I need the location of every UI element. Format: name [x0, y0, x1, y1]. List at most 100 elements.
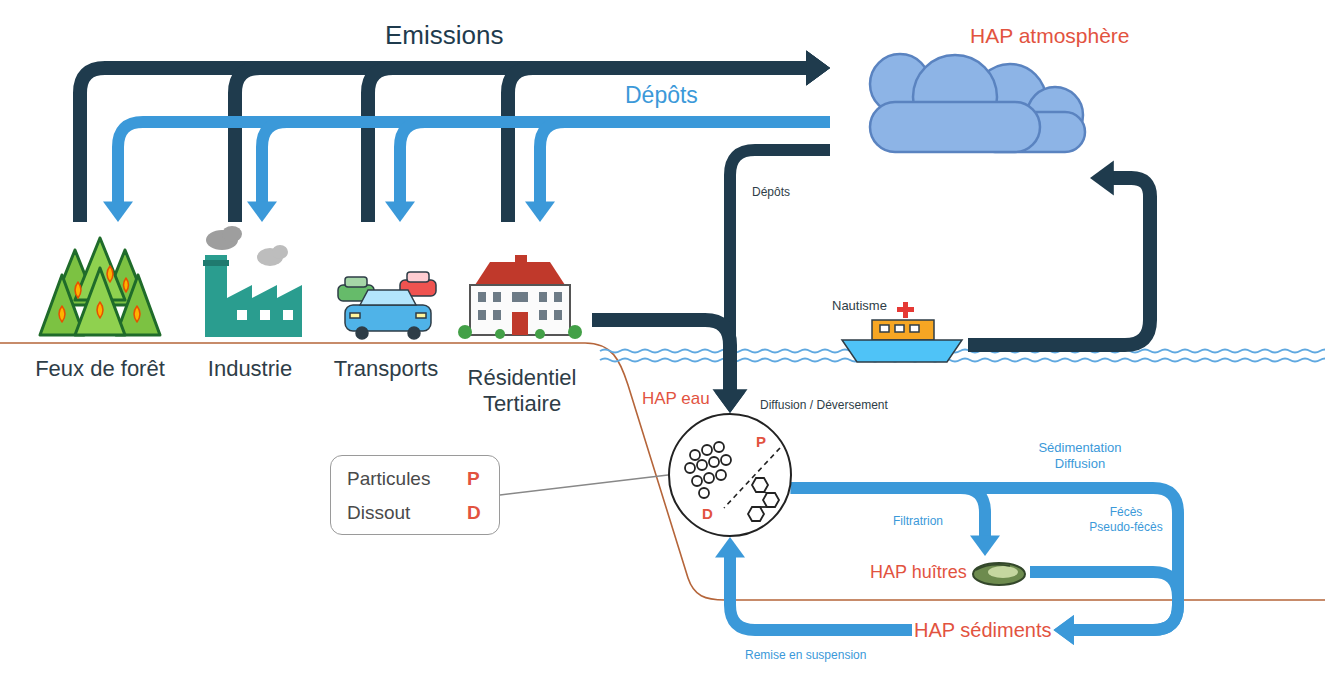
- flow-arrow: [368, 68, 807, 222]
- water-circle-fill-part: [668, 413, 792, 537]
- source-node: Transports: [322, 222, 450, 382]
- industry-icon-part: [260, 310, 270, 320]
- leader-line: [500, 475, 668, 495]
- particles-part: [704, 473, 714, 483]
- residential-icon-part: [470, 285, 570, 335]
- node-text: Industrie: [185, 356, 315, 382]
- residential-icon-part-part: [539, 292, 547, 302]
- node-text: D: [702, 505, 713, 522]
- particles-part: [714, 442, 724, 452]
- industry-icon-part: [283, 310, 293, 320]
- residential-icon-part-part: [493, 292, 501, 302]
- water-circle-fill: [668, 413, 792, 537]
- edge-label: Diffusion / Déversement: [760, 398, 888, 412]
- water-wave: [600, 359, 1325, 362]
- residential-icon: [458, 255, 582, 339]
- industry-icon-part: [222, 226, 242, 242]
- residential-icon-part: [495, 329, 505, 339]
- industry-icon-part: [237, 310, 247, 320]
- node-text: P: [756, 433, 766, 450]
- node-text: HAP eau: [642, 389, 710, 409]
- flow-arrow: [400, 122, 830, 203]
- forest-fire-icon-part: [59, 266, 140, 322]
- flow-arrow: [592, 320, 730, 390]
- boat-icon-part: [910, 325, 919, 332]
- particles-part: [716, 470, 726, 480]
- arrow-head: [385, 202, 415, 222]
- residential-icon-part: [535, 329, 545, 339]
- flow-arrow: [1030, 572, 1178, 630]
- residential-icon-part: [515, 255, 527, 265]
- transport-icon-part: [408, 327, 420, 339]
- boat-icon-part: [842, 340, 962, 362]
- node-text: HAP sédiments: [912, 616, 1053, 644]
- source-node: Industrie: [185, 222, 315, 382]
- oyster-icon-part: [988, 566, 1018, 578]
- particles-part: [709, 457, 719, 467]
- arrow-head: [806, 51, 830, 86]
- flow-arrow: [118, 122, 830, 203]
- transport-icon: [338, 272, 436, 339]
- arrow-head: [525, 202, 555, 222]
- boat-icon-part: [872, 320, 934, 340]
- oyster-node: HAP huîtres: [870, 556, 1030, 590]
- phase-divider: [724, 448, 780, 508]
- edge-label: Dépôts: [625, 82, 698, 109]
- node-text: P: [467, 468, 480, 490]
- forest-fire-icon-part-part: [59, 306, 65, 322]
- legend-box: ParticulesPDissoutD: [330, 455, 500, 535]
- cloud-icon-part: [870, 102, 1040, 152]
- source-node: Feux de forêt: [30, 222, 170, 382]
- residential-icon-part: [512, 312, 528, 335]
- residential-icon-part-part: [554, 310, 562, 320]
- particles-part: [697, 460, 707, 470]
- industry-icon-part: [227, 285, 302, 337]
- edge-label: Remise en suspension: [745, 648, 866, 662]
- industry-icon-part: [272, 245, 288, 259]
- phase-divider-part: [724, 448, 780, 508]
- source-node: Résidentiel Tertiaire: [452, 222, 592, 417]
- forest-fire-icon: [40, 238, 160, 335]
- particles-part: [699, 488, 709, 498]
- arrow-head: [247, 202, 277, 222]
- particles-part: [702, 445, 712, 455]
- flow-arrow: [540, 122, 830, 203]
- residential-icon-part: [568, 325, 582, 339]
- atmosphere-node: HAP atmosphère: [830, 20, 1090, 180]
- particles: [685, 442, 731, 498]
- flow-arrow: [262, 122, 830, 203]
- ground-line-part: [0, 343, 1325, 600]
- edge-label: Fécès Pseudo-fécès: [1086, 505, 1166, 535]
- particles-part: [685, 463, 695, 473]
- arrow-head: [806, 51, 830, 86]
- boat-icon-part: [880, 325, 889, 332]
- circle-border: [669, 414, 791, 536]
- particles-part: [692, 476, 702, 486]
- industry-icon-part: [205, 255, 227, 337]
- particles-part: [721, 455, 731, 465]
- forest-fire-icon-part-part: [107, 266, 113, 282]
- water-surface: [600, 350, 1325, 362]
- residential-icon-part-part: [478, 310, 486, 320]
- oyster-icon-part: [976, 565, 1010, 570]
- node-text: Transports: [322, 356, 450, 382]
- transport-icon-part: [416, 313, 426, 318]
- forest-fire-icon-part-part: [75, 282, 81, 298]
- flow-arrow: [80, 68, 807, 222]
- residential-icon-part-part: [554, 292, 562, 302]
- dissolved-molecules-part: [763, 493, 779, 507]
- transport-icon-part: [345, 277, 367, 287]
- node-text: Particules: [347, 468, 430, 490]
- arrow-head: [1053, 615, 1073, 645]
- flow-arrow: [235, 68, 807, 222]
- arrow-head: [970, 536, 1000, 556]
- dissolved-molecules-part: [760, 506, 767, 508]
- dissolved-molecules-part: [748, 507, 764, 521]
- flow-arrow: [791, 488, 1178, 630]
- boat-node: Nautisme: [828, 298, 968, 368]
- flow-arrow: [791, 488, 985, 537]
- circle-outline: [668, 413, 792, 537]
- node-text: Résidentiel Tertiaire: [452, 365, 592, 417]
- edge-label: Filtratrion: [893, 514, 943, 528]
